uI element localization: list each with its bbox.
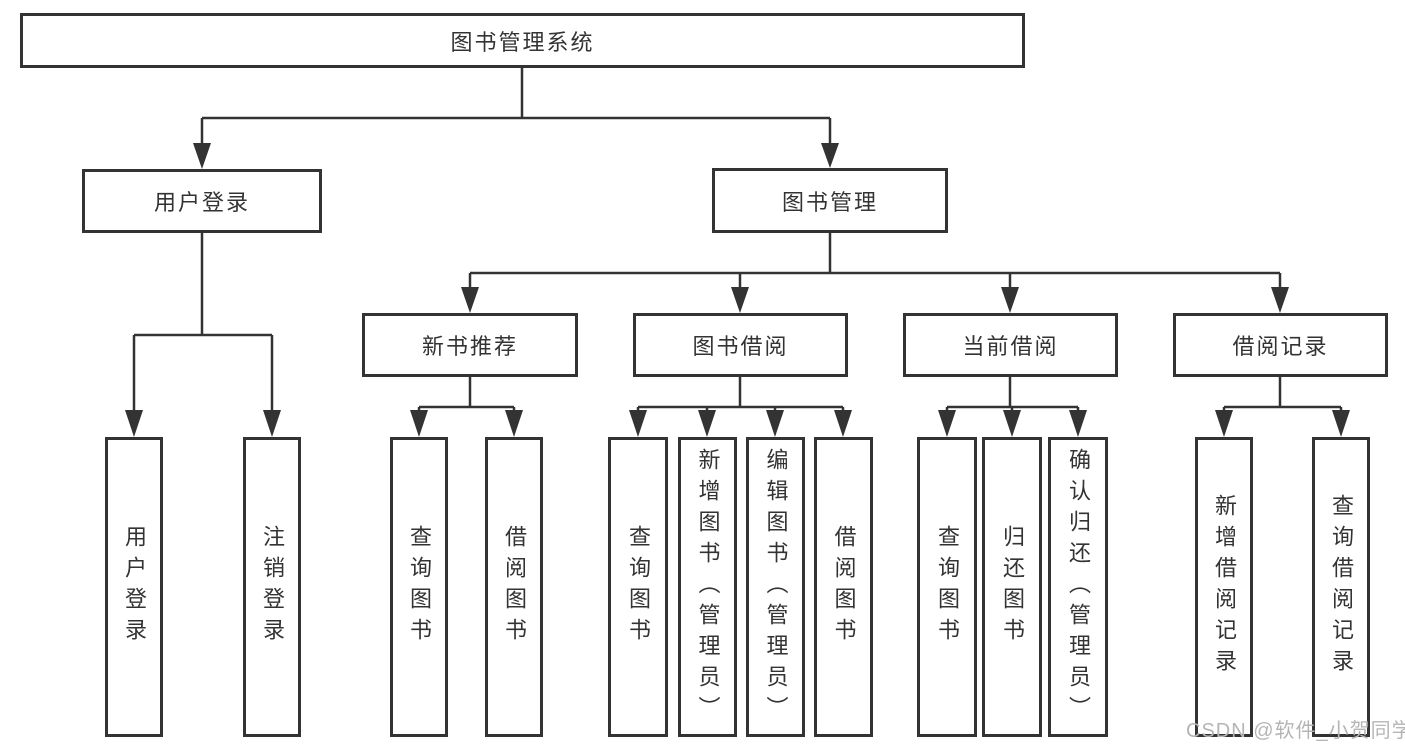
node-new-book-recommend: 新书推荐 (362, 313, 578, 377)
leaf-user-login: 用户登录 (105, 437, 163, 737)
leaf-records-add-record-label: 新增借阅记录 (1212, 494, 1237, 680)
leaf-recommend-query-books-label: 查询图书 (407, 525, 432, 649)
leaf-borrow-borrow-books-label: 借阅图书 (831, 525, 857, 649)
leaf-current-query-books-label: 查询图书 (935, 525, 960, 649)
leaf-logout: 注销登录 (243, 437, 301, 737)
leaf-recommend-query-books: 查询图书 (390, 437, 448, 737)
node-book-borrowing: 图书借阅 (633, 313, 848, 377)
leaf-borrow-borrow-books: 借阅图书 (814, 437, 873, 737)
leaf-borrow-add-book-admin-label: 新增图书（管理员） (695, 447, 721, 727)
node-root-system: 图书管理系统 (20, 13, 1025, 68)
leaf-current-return-books-label: 归还图书 (1000, 525, 1025, 649)
node-current-borrowing-label: 当前借阅 (962, 334, 1059, 359)
leaf-borrow-edit-book-admin: 编辑图书（管理员） (746, 437, 805, 737)
node-book-management: 图书管理 (712, 168, 948, 233)
leaf-records-query-record-label: 查询借阅记录 (1329, 494, 1354, 680)
node-borrowing-records-label: 借阅记录 (1232, 334, 1329, 359)
leaf-current-confirm-return-admin: 确认归还（管理员） (1048, 437, 1108, 737)
leaf-current-query-books: 查询图书 (917, 437, 977, 737)
leaf-user-login-label: 用户登录 (122, 525, 147, 649)
arrowhead-icons (125, 143, 1350, 437)
node-book-management-label: 图书管理 (781, 189, 878, 215)
node-new-book-recommend-label: 新书推荐 (421, 334, 518, 359)
leaf-borrow-query-books: 查询图书 (608, 437, 668, 737)
node-user-login: 用户登录 (82, 169, 322, 233)
leaf-borrow-add-book-admin: 新增图书（管理员） (678, 437, 737, 737)
node-book-borrowing-label: 图书借阅 (692, 334, 789, 359)
leaf-recommend-borrow-books-label: 借阅图书 (502, 525, 527, 649)
leaf-records-query-record: 查询借阅记录 (1312, 437, 1370, 737)
node-current-borrowing: 当前借阅 (903, 313, 1118, 377)
leaf-borrow-query-books-label: 查询图书 (626, 525, 651, 649)
leaf-current-confirm-return-admin-label: 确认归还（管理员） (1066, 447, 1091, 727)
leaf-current-return-books: 归还图书 (982, 437, 1042, 737)
leaf-recommend-borrow-books: 借阅图书 (485, 437, 543, 737)
leaf-borrow-edit-book-admin-label: 编辑图书（管理员） (763, 447, 789, 727)
node-user-login-label: 用户登录 (153, 190, 250, 215)
node-root-label: 图书管理系统 (450, 29, 595, 55)
node-borrowing-records: 借阅记录 (1173, 313, 1388, 377)
leaf-logout-label: 注销登录 (260, 525, 285, 649)
leaf-records-add-record: 新增借阅记录 (1195, 437, 1253, 737)
watermark: CSDN @软件_小贺同学 (1186, 720, 1405, 742)
